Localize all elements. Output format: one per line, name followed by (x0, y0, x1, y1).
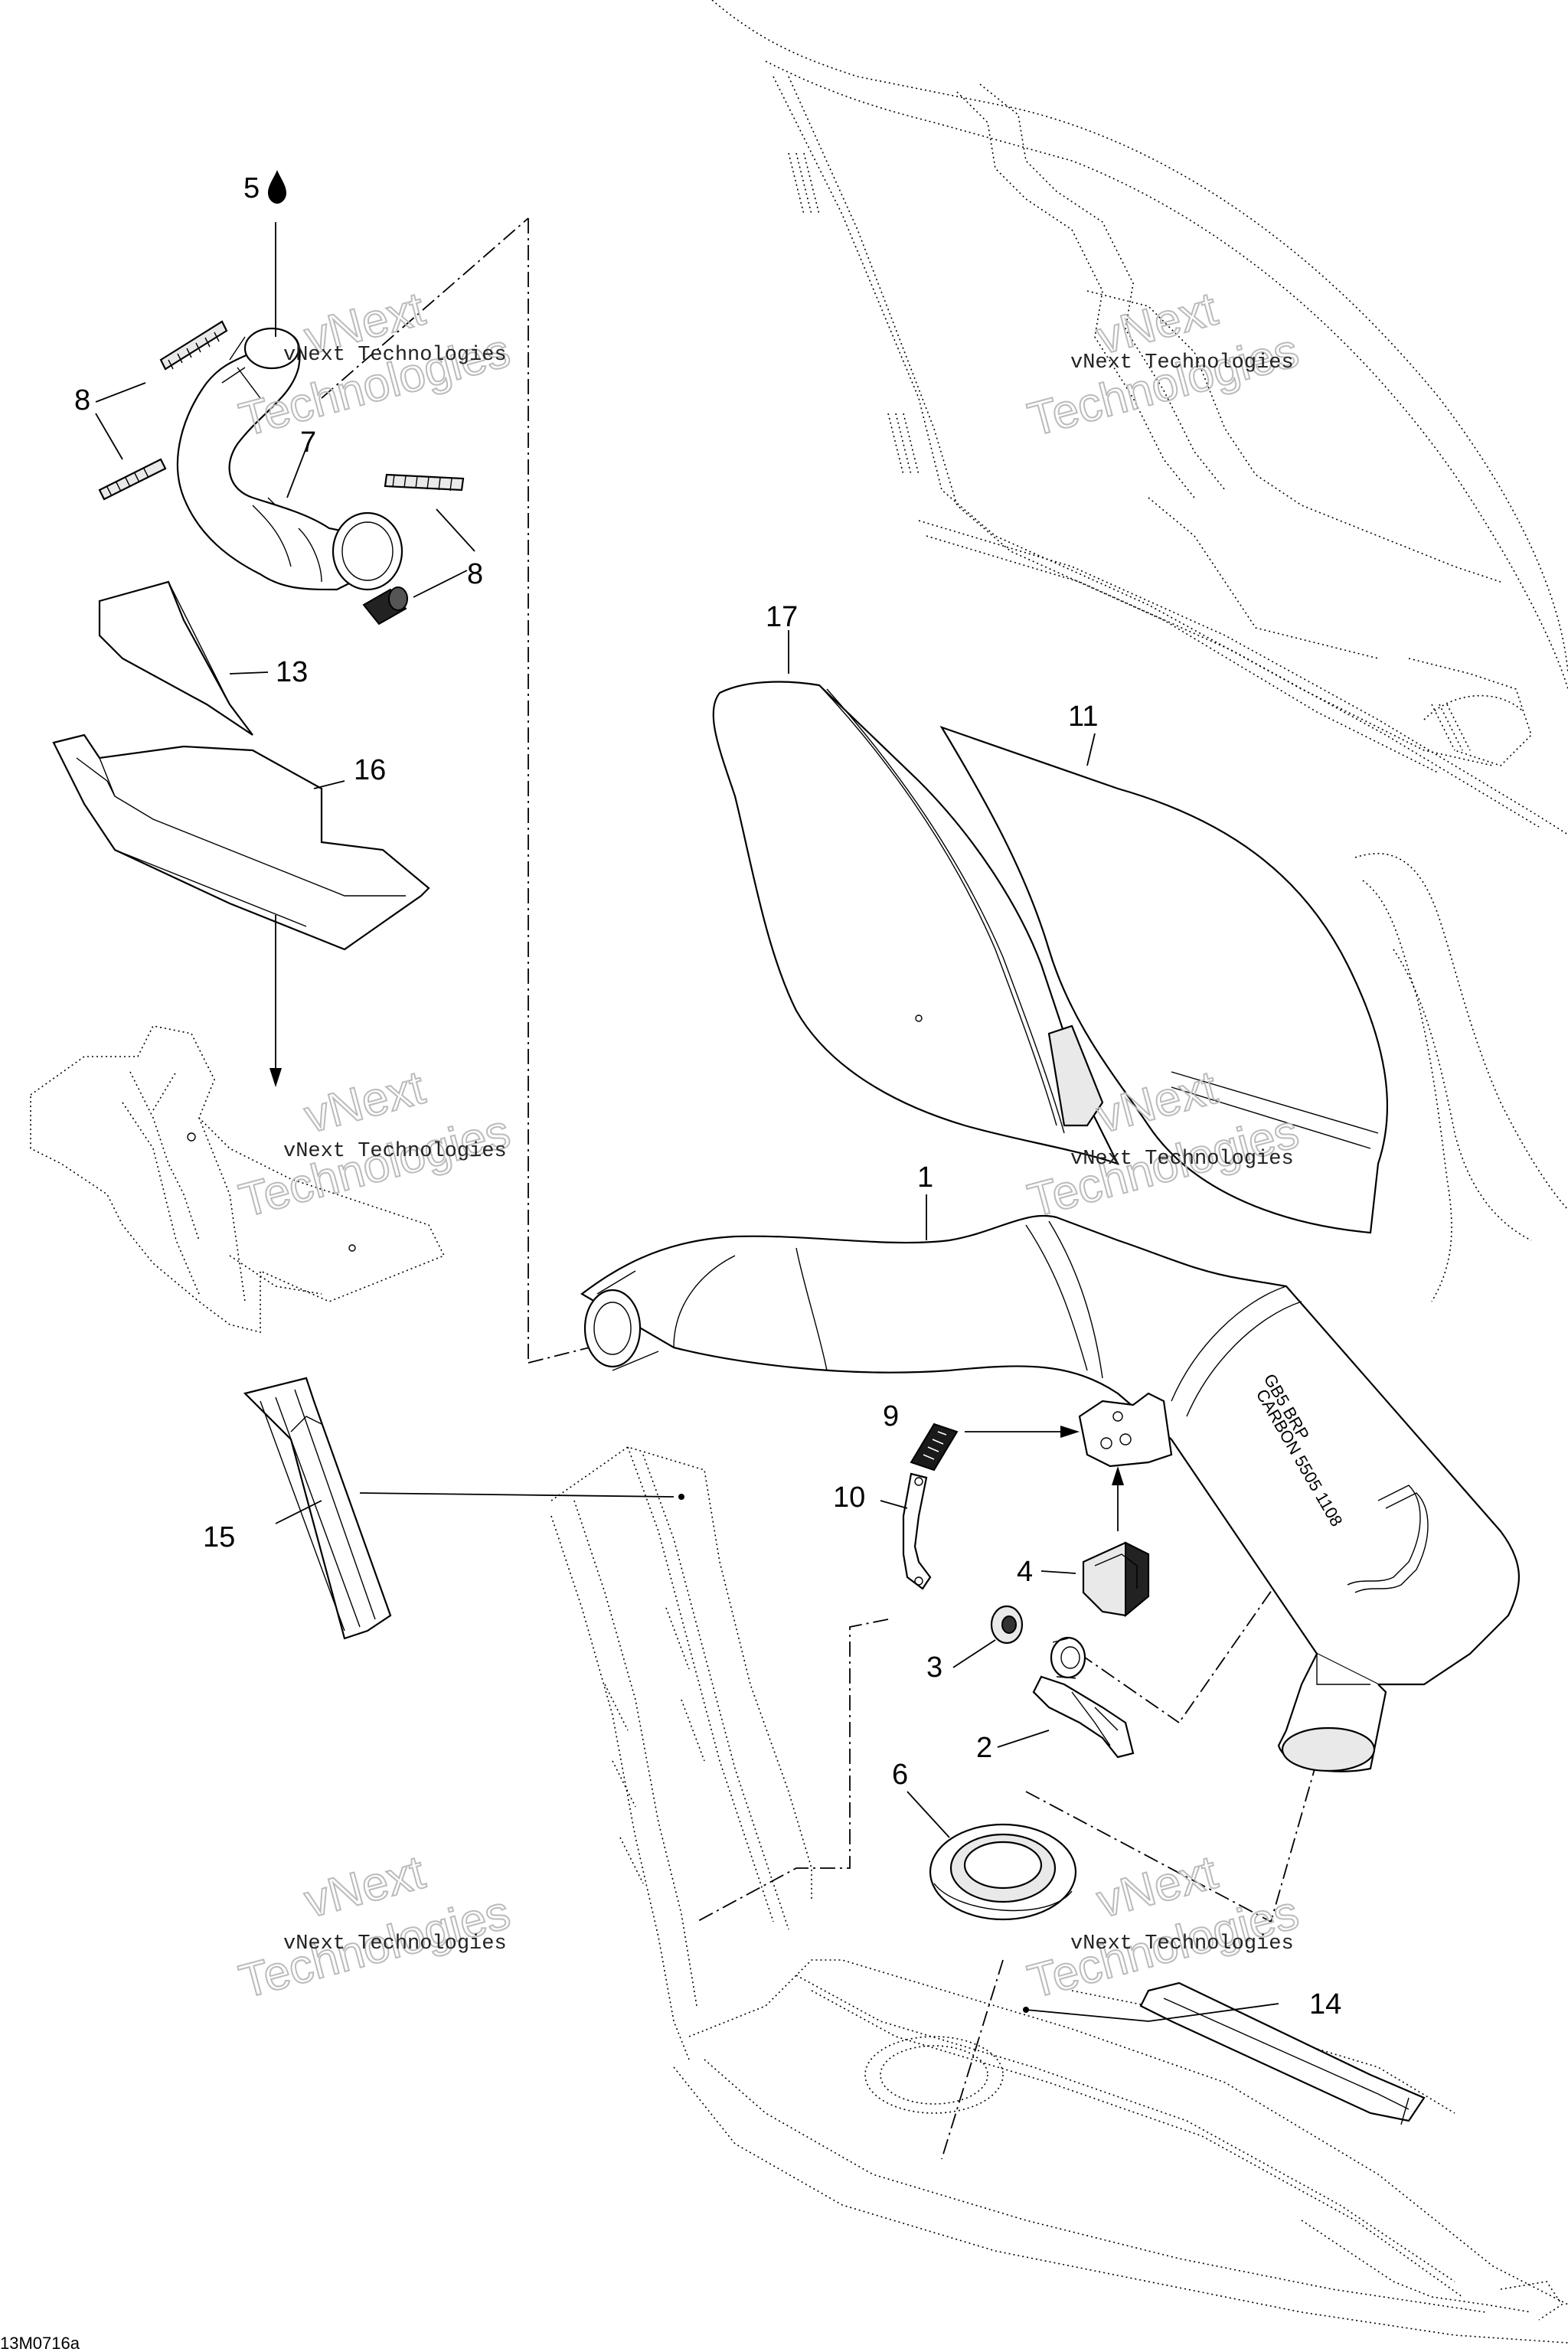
svg-text:vNext Technologies: vNext Technologies (1070, 351, 1294, 374)
part-10-strap (902, 1472, 932, 1590)
part-2-bracket (1032, 1675, 1135, 1759)
svg-text:vNext Technologies: vNext Technologies (1070, 1148, 1294, 1171)
vehicle-frame-upper (711, 0, 1568, 1302)
part-8-springs (98, 320, 465, 501)
callout-9: 9 (883, 1400, 899, 1432)
svg-text:vNext Technologies: vNext Technologies (283, 1140, 507, 1163)
leader-lines (95, 222, 1279, 2022)
part-15-rail-strip (243, 1377, 392, 1640)
callout-17: 17 (766, 601, 798, 633)
part-11-heat-shield (939, 725, 1389, 1234)
callout-2: 2 (976, 1732, 992, 1764)
part-9-bolt (910, 1423, 959, 1472)
callout-1: 1 (917, 1161, 933, 1194)
callout-4: 4 (1017, 1556, 1033, 1588)
part-14-rail-strip (1139, 1981, 1426, 2125)
vehicle-frame-lower (550, 1446, 1568, 2344)
frame-bracket-left (30, 1025, 446, 1334)
part-16-insulation-panel (52, 733, 430, 951)
callout-15: 15 (203, 1521, 235, 1553)
callout-labels: 1 2 3 4 5 6 7 8 8 9 10 11 13 14 15 16 17 (74, 172, 1341, 2020)
muffler-mount-bracket (1078, 1392, 1173, 1468)
part-13-heat-shield (98, 580, 253, 736)
callout-11: 11 (1068, 701, 1098, 733)
part-4-rubber-mount (1082, 1541, 1150, 1618)
callout-14: 14 (1309, 1988, 1341, 2020)
callout-10: 10 (833, 1481, 865, 1514)
callout-3: 3 (926, 1651, 942, 1684)
svg-text:vNext Technologies: vNext Technologies (283, 1932, 507, 1955)
assembly-phantom-lines (321, 217, 1318, 2160)
callout-5: 5 (243, 172, 260, 204)
callout-6: 6 (892, 1759, 908, 1791)
part-7-exhaust-pipe (176, 327, 403, 591)
part-17-heat-shield-cover (712, 681, 1120, 1165)
callout-16: 16 (354, 754, 386, 786)
svg-text:vNext Technologies: vNext Technologies (1070, 1932, 1294, 1955)
drawing-code: 13M0716a (0, 2334, 80, 2352)
part-3-bushings (990, 1605, 1086, 1679)
callout-8-left: 8 (74, 384, 90, 416)
callout-13: 13 (276, 656, 308, 688)
part-8-sleeve (362, 586, 408, 626)
svg-text:vNext Technologies: vNext Technologies (283, 344, 507, 367)
callout-8-right: 8 (467, 558, 483, 590)
part-6-grommet (929, 1823, 1077, 1921)
oil-drop-icon (268, 170, 286, 204)
part-1-muffler: GB5 BRP CARBON 5505 1108 (580, 1214, 1520, 1772)
callout-7: 7 (300, 426, 316, 459)
